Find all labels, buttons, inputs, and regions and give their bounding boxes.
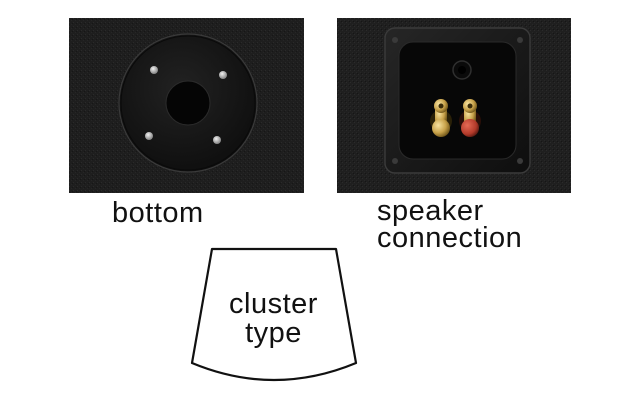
cluster-type-label: cluster type bbox=[186, 290, 361, 348]
cluster-type-outline bbox=[190, 247, 358, 382]
cluster-type-label-line1: cluster bbox=[229, 288, 318, 320]
bottom-caption: bottom bbox=[112, 197, 204, 229]
speaker-connection-caption-line1: speaker bbox=[377, 195, 484, 227]
bottom-mount-plate-image bbox=[69, 18, 304, 193]
speaker-connection-caption-line2: connection bbox=[377, 222, 523, 254]
cluster-type-shape bbox=[190, 247, 358, 382]
speaker-connection-caption: speaker connection bbox=[377, 195, 523, 254]
speaker-connection-photo bbox=[337, 18, 571, 193]
cluster-type-label-line2: type bbox=[245, 317, 302, 349]
speaker-terminal-plate-image bbox=[337, 18, 571, 193]
bottom-photo bbox=[69, 18, 304, 193]
